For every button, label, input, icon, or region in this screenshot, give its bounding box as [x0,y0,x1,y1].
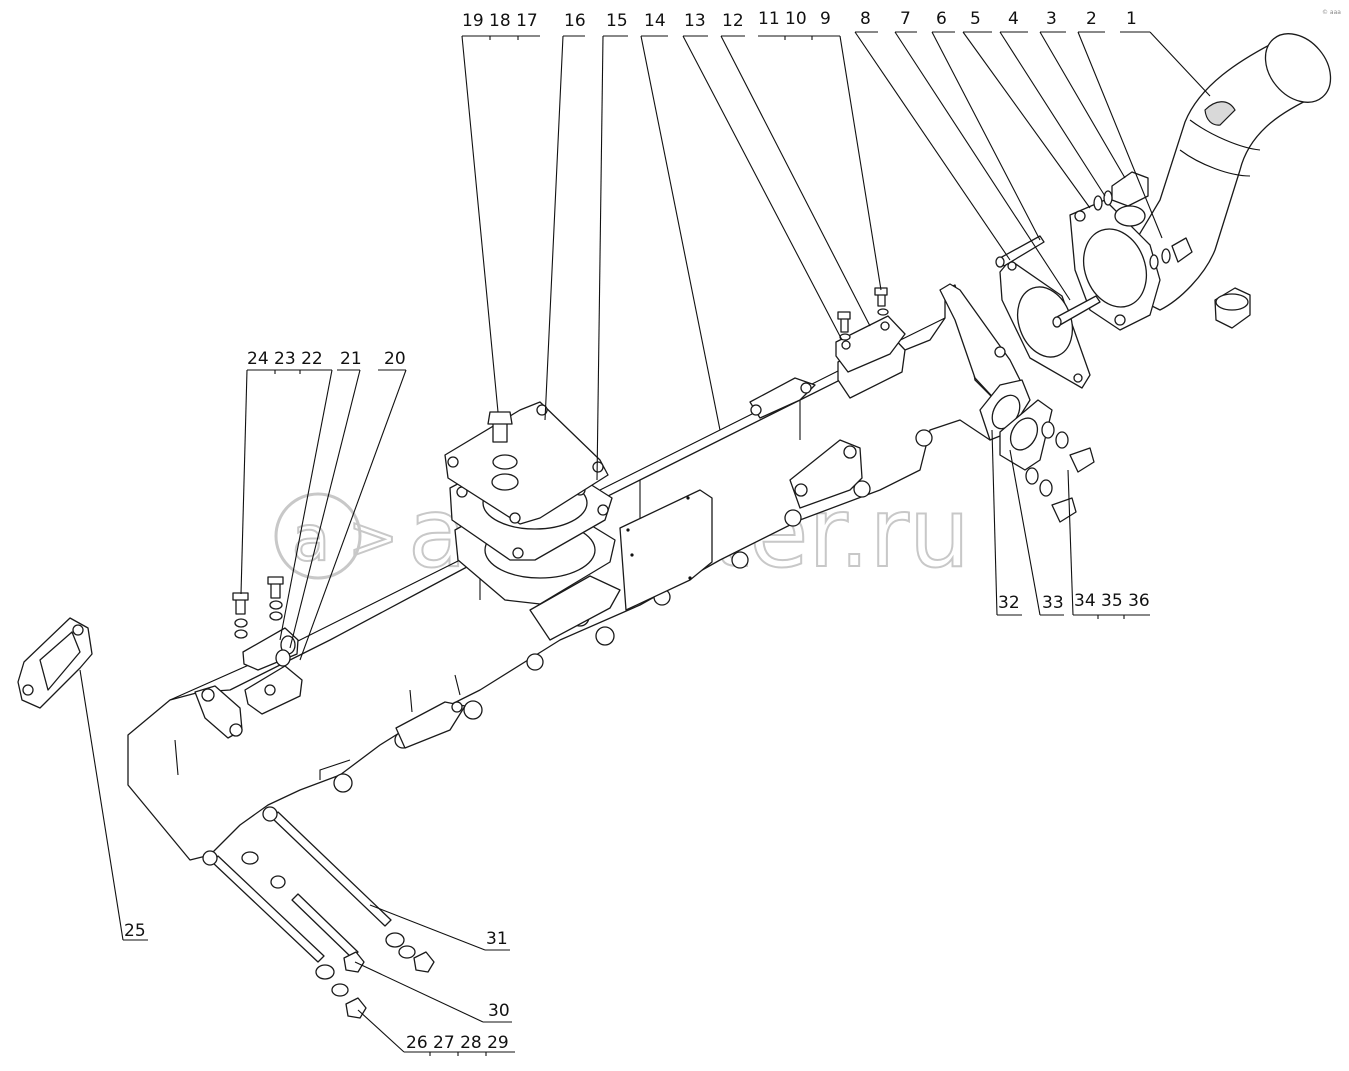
callout-30: 30 [488,1001,510,1021]
leader-lines [79,31,1211,1056]
callout-3: 3 [1046,9,1057,29]
heat-shield-plate-group [444,401,621,641]
end-gasket [17,617,93,709]
small-cover-group [835,287,906,399]
callout-13: 13 [684,11,706,31]
callout-14: 14 [644,11,666,31]
callout-11-10: 11 10 [758,9,807,29]
callout-31: 31 [486,929,508,949]
left-flange-group [232,576,303,715]
callout-8: 8 [860,9,871,29]
callout-6: 6 [936,9,947,29]
callout-1: 1 [1126,9,1137,29]
side-flange-group [979,379,1095,523]
callout-5: 5 [970,9,981,29]
studs-group [202,806,435,1019]
callout-15: 15 [606,11,628,31]
corner-mark: © ааа [1322,9,1341,16]
callout-24-23-22: 24 23 22 [247,349,323,369]
callout-32: 32 [998,593,1020,613]
outlet-elbow-group [995,33,1332,389]
callout-21: 21 [340,349,362,369]
callout-2: 2 [1086,9,1097,29]
callout-34-35-36: 34 35 36 [1074,591,1150,611]
callout-33: 33 [1042,593,1064,613]
callout-20: 20 [384,349,406,369]
callout-7: 7 [900,9,911,29]
callout-4: 4 [1008,9,1019,29]
callout-19-18-17: 19 18 17 [462,11,538,31]
callout-9: 9 [820,9,831,29]
callout-12: 12 [722,11,744,31]
callout-labels: 1 2 3 4 5 6 7 8 9 11 10 12 13 14 15 16 1… [124,9,1341,1053]
callout-26-27-28-29: 26 27 28 29 [406,1033,509,1053]
callout-25: 25 [124,921,146,941]
callout-16: 16 [564,11,586,31]
watermark-arrow: > [348,503,398,573]
